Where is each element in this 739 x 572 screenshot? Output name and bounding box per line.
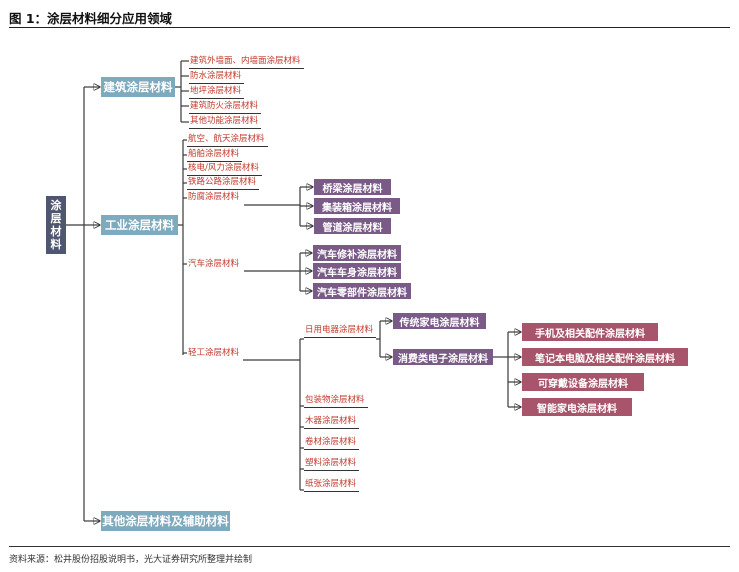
light-industry-leaf-item: 纸张涂层材料 [304,478,360,492]
light-industry-leaf-item: 包装物涂层材料 [304,394,368,408]
consumer-electronics-child-node: 手机及相关配件涂层材料 [522,323,658,341]
traditional-appliance-node: 传统家电涂层材料 [393,313,486,329]
title-rule [9,27,730,28]
appliance-node: 日用电器涂层材料 [304,324,377,338]
industrial-leaf-item: 航空、航天涂层材料 [187,133,268,147]
root-node: 涂 层 材 料 [46,196,66,254]
root-char: 料 [50,238,62,251]
light-industry-leaf-item: 塑料涂层材料 [304,457,360,471]
automotive-child-node: 汽车零部件涂层材料 [313,283,411,299]
automotive-node: 汽车涂层材料 [188,259,240,269]
root-char: 层 [50,212,62,225]
other-category-node: 其他涂层材料及辅助材料 [101,511,230,531]
building-leaf-item: 其他功能涂层材料 [189,115,262,129]
light-industry-leaf-item: 木器涂层材料 [304,415,360,429]
industrial-category-node: 工业涂层材料 [101,215,178,235]
root-char: 材 [50,225,62,238]
source-note: 资料来源：松井股份招股说明书，光大证券研究所整理并绘制 [9,555,253,565]
figure-title: 图 1：涂层材料细分应用领域 [9,11,173,26]
industrial-leaf-item: 铁路公路涂层材料 [187,176,260,190]
industrial-leaf-item: 船舶涂层材料 [187,148,243,162]
industrial-leaf-item: 核电/风力涂层材料 [187,162,262,176]
consumer-electronics-child-node: 智能家电涂层材料 [522,398,632,416]
building-leaf-item: 防水涂层材料 [189,70,245,84]
root-char: 涂 [50,199,62,212]
anticorrosion-child-node: 桥梁涂层材料 [314,179,391,195]
consumer-electronics-child-node: 笔记本电脑及相关配件涂层材料 [522,348,688,366]
anticorrosion-node: 防腐涂层材料 [188,192,240,202]
building-category-node: 建筑涂层材料 [101,77,175,97]
automotive-child-node: 汽车修补涂层材料 [313,245,401,261]
light-industry-leaf-item: 卷材涂层材料 [304,436,360,450]
building-leaf-item: 建筑防火涂层材料 [189,100,262,114]
light-industry-node: 轻工涂层材料 [188,348,240,358]
anticorrosion-child-node: 管道涂层材料 [314,218,391,234]
automotive-child-node: 汽车车身涂层材料 [313,263,401,279]
footer-rule [9,546,730,547]
consumer-electronics-child-node: 可穿戴设备涂层材料 [522,373,644,391]
building-leaf-item: 建筑外墙面、内墙面涂层材料 [189,55,304,69]
anticorrosion-child-node: 集装箱涂层材料 [314,198,400,214]
consumer-electronics-node: 消费类电子涂层材料 [393,349,493,365]
building-leaf-item: 地坪涂层材料 [189,85,245,99]
